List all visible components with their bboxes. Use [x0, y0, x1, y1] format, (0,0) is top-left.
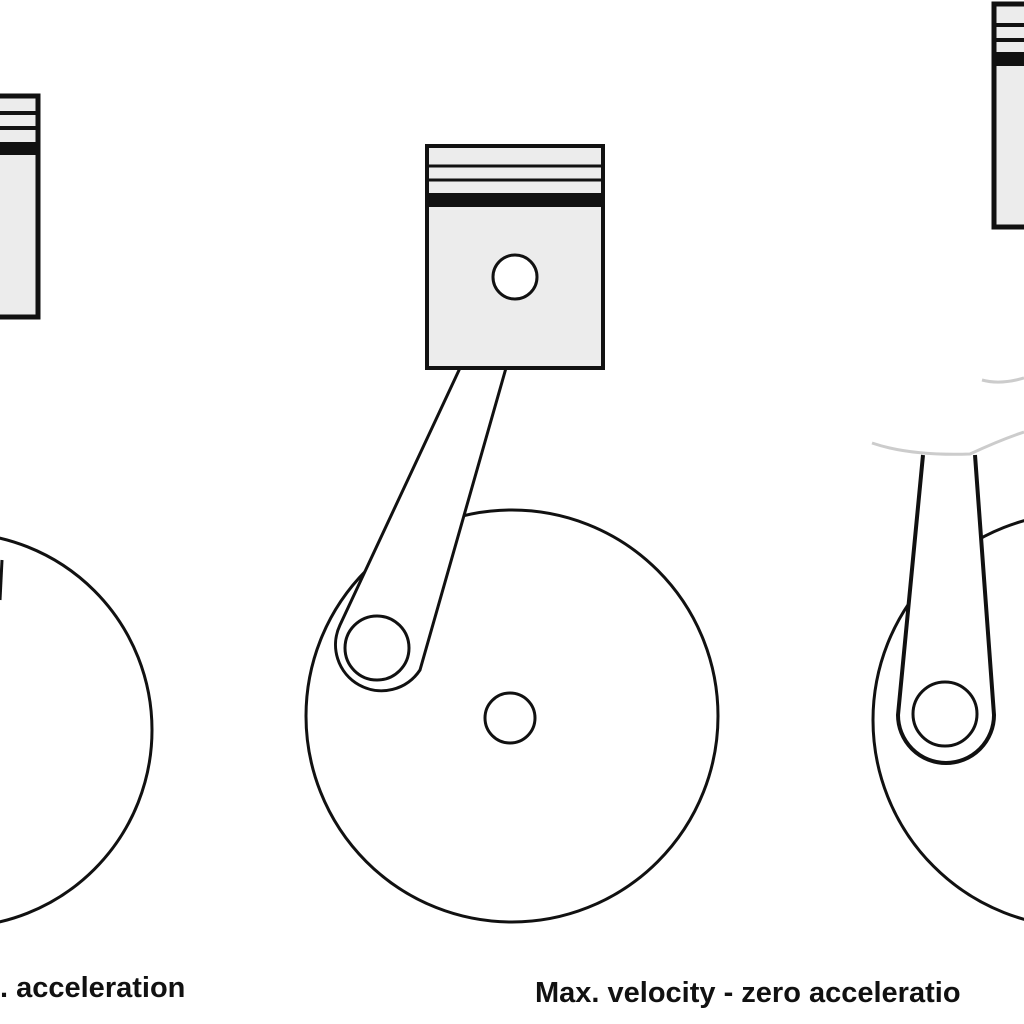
- right-piston: [991, 1, 1024, 230]
- caption-middle: Max. velocity - zero acceleratio: [535, 977, 961, 1009]
- middle-connecting-rod: [334, 367, 508, 693]
- left-piston-ring-band: [0, 142, 38, 155]
- right-crank-pin: [911, 680, 979, 748]
- middle-assembly: [304, 144, 720, 924]
- left-assembly: [0, 93, 154, 924]
- middle-piston-ring-band: [427, 193, 603, 207]
- smudge: [871, 430, 1024, 456]
- wrist-pin: [491, 253, 539, 301]
- middle-piston: [425, 144, 605, 370]
- crankshaft-hole: [483, 691, 537, 745]
- right-connecting-rod: [895, 454, 997, 765]
- right-piston-ring-band: [994, 52, 1024, 66]
- caption-left: . acceleration: [0, 972, 186, 1004]
- smudge: [981, 376, 1024, 384]
- right-assembly: [871, 1, 1024, 921]
- left-connecting-rod: [0, 559, 4, 601]
- left-piston: [0, 93, 41, 320]
- left-crank-wheel: [0, 536, 154, 924]
- crank-pin: [343, 614, 411, 682]
